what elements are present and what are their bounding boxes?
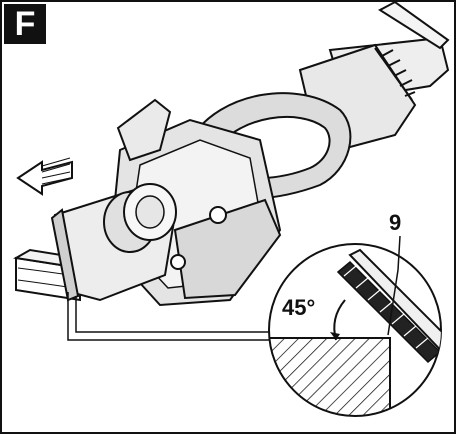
power-tool-body	[50, 43, 417, 307]
angle-label: 45°	[282, 295, 316, 320]
leader-lines	[67, 292, 272, 341]
direction-arrow-icon	[16, 157, 73, 196]
figure-label-badge: F	[4, 4, 46, 44]
callout-number: 9	[389, 210, 402, 235]
detail-magnifier	[268, 235, 442, 417]
